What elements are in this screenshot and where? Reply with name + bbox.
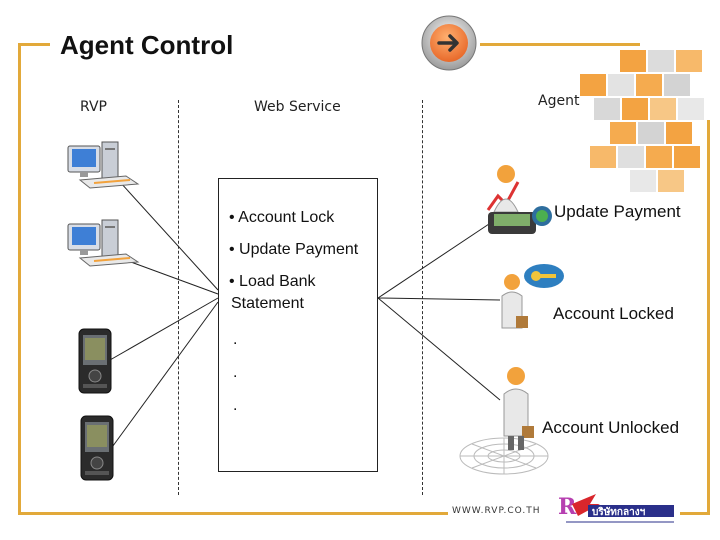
account-locked-agent-icon (496, 262, 568, 336)
footer-url[interactable]: WWW.RVP.CO.TH (452, 506, 541, 516)
ws-item-account-lock: • Account Lock (229, 209, 335, 226)
arrow-right-icon (421, 15, 477, 71)
frame-top-right (480, 43, 640, 46)
svg-text:R: R (558, 494, 577, 520)
column-label-agent: Agent (538, 93, 580, 109)
agent-label-update-payment: Update Payment (554, 202, 681, 221)
frame-top-left (18, 43, 50, 46)
ws-item-update-payment: • Update Payment (229, 241, 359, 258)
decorative-cubes (560, 30, 710, 210)
ws-item-load-bank: • Load Bank (229, 273, 316, 290)
mobile-phone-icon (80, 415, 114, 481)
frame-bottom-left (18, 512, 448, 515)
column-label-web-service: Web Service (254, 99, 341, 115)
web-service-box: • Account Lock • Update Payment • Load B… (218, 178, 378, 472)
column-label-rvp: RVP (80, 99, 107, 115)
desktop-computer-icon (64, 218, 142, 268)
ws-item-statement: Statement (231, 295, 304, 312)
arrow-button[interactable] (420, 14, 478, 72)
agent-label-account-locked: Account Locked (553, 304, 674, 323)
logo-text: บริษัทกลางฯ (592, 506, 646, 518)
page-title: Agent Control (60, 30, 234, 60)
desktop-computer-icon (64, 140, 142, 190)
frame-bottom-right (680, 512, 710, 515)
frame-right (707, 120, 710, 515)
ws-dot: . (233, 397, 238, 414)
agent-label-account-unlocked: Account Unlocked (542, 418, 680, 437)
account-unlocked-agent-icon (456, 360, 552, 480)
company-logo: R บริษัทกลางฯ (556, 488, 680, 526)
mobile-phone-icon (78, 328, 112, 394)
separator-left (178, 100, 179, 495)
frame-left (18, 43, 21, 515)
ws-dot: . (233, 364, 238, 381)
ws-dot: . (233, 331, 238, 348)
separator-right (422, 100, 423, 495)
update-payment-agent-icon (484, 160, 554, 240)
